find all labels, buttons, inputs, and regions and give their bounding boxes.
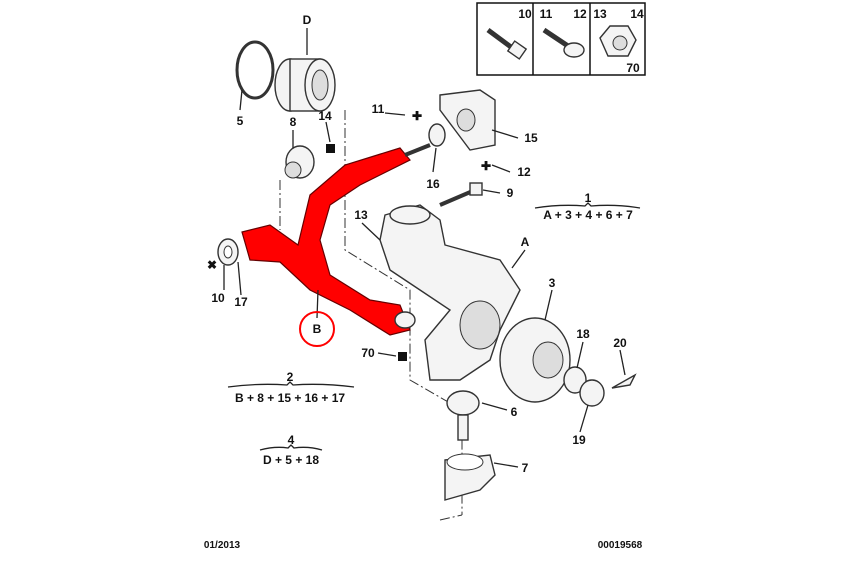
assembly-number: 4 — [288, 433, 295, 447]
callout-3: 3 — [549, 276, 556, 290]
bushing-part — [284, 145, 315, 179]
footer-date: 01/2013 — [204, 540, 241, 551]
dust-cover-part — [444, 453, 496, 501]
assembly-number: 2 — [287, 370, 294, 384]
assembly-number: 1 — [585, 191, 592, 205]
callout-11: 11 — [372, 102, 385, 116]
callout-9: 9 — [507, 186, 514, 200]
assembly-2: 2 B + 8 + 15 + 16 + 17 — [227, 370, 355, 405]
knuckle-part — [379, 204, 521, 381]
footer-reference: 00019568 — [598, 540, 643, 551]
callout-12: 12 — [517, 165, 531, 179]
plus-marker-icon: ✚ — [481, 159, 491, 173]
box-label-70: 70 — [626, 61, 640, 75]
callout-labels: D 5 8 14 11 15 12 16 9 13 A 3 ✖ 10 17 B … — [207, 13, 627, 475]
circlip-part — [235, 40, 275, 100]
ball-joint-part — [446, 390, 480, 441]
callout-6: 6 — [511, 405, 518, 419]
callout-19: 19 — [572, 433, 586, 447]
cross-marker-icon: ✖ — [207, 258, 217, 272]
washer-part — [217, 238, 239, 266]
arm-stud — [404, 143, 431, 157]
assembly-formula: B + 8 + 15 + 16 + 17 — [235, 391, 345, 405]
callout-70: 70 — [361, 346, 375, 360]
box-label-13: 13 — [593, 7, 607, 21]
hub-nut-part — [563, 366, 605, 407]
callout-18: 18 — [576, 327, 590, 341]
callout-8: 8 — [290, 115, 297, 129]
highlight-circle — [299, 311, 335, 347]
bracket-part — [439, 89, 496, 151]
callout-5: 5 — [237, 114, 244, 128]
square-marker-icon — [326, 144, 335, 153]
assembly-1: 1 A + 3 + 4 + 6 + 7 — [534, 191, 641, 222]
callout-D: D — [303, 13, 312, 27]
cotter-pin-part — [611, 373, 637, 389]
lower-arm-highlighted — [241, 147, 411, 336]
square-marker-icon — [398, 352, 407, 361]
assembly-formula: D + 5 + 18 — [263, 453, 319, 467]
callout-10: 10 — [211, 291, 225, 305]
assembly-formula: A + 3 + 4 + 6 + 7 — [543, 208, 633, 222]
callout-16: 16 — [426, 177, 440, 191]
box-label-11: 11 — [540, 7, 553, 21]
box-label-14: 14 — [630, 7, 644, 21]
box-label-12: 12 — [573, 7, 587, 21]
flange-bolt-icon — [542, 27, 585, 58]
adjuster-bolt-part — [439, 182, 483, 207]
assembly-axis-line — [439, 514, 463, 521]
arm-bushing — [394, 311, 416, 329]
nut-icon — [599, 25, 637, 57]
callout-14: 14 — [318, 109, 332, 123]
washer-part — [428, 123, 446, 147]
hub-part — [499, 317, 571, 403]
leader-lines — [223, 28, 626, 468]
plus-marker-icon: ✚ — [412, 109, 422, 123]
callout-A: A — [521, 235, 530, 249]
bolt-icon — [486, 27, 528, 60]
fastener-legend-box: 10 11 12 13 14 70 — [476, 2, 646, 76]
assembly-4: 4 D + 5 + 18 — [259, 433, 323, 467]
callout-15: 15 — [524, 131, 538, 145]
callout-17: 17 — [234, 295, 248, 309]
callout-13: 13 — [354, 208, 368, 222]
box-label-10: 10 — [518, 7, 532, 21]
callout-20: 20 — [613, 336, 627, 350]
bearing-part — [274, 58, 336, 112]
callout-B: B — [313, 322, 322, 336]
callout-7: 7 — [522, 461, 529, 475]
